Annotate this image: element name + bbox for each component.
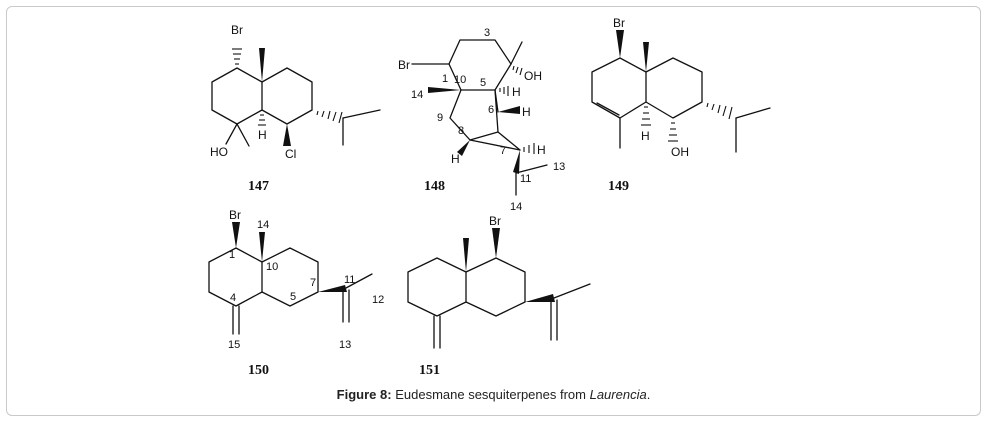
compound-151: Br 151 [407,214,591,378]
atom-number: 11 [520,173,531,185]
atom-label: Br [613,16,625,30]
atom-label: H [522,105,531,119]
figure-caption: Figure 8: Eudesmane sesquiterpenes from … [0,387,987,402]
atom-number: 10 [454,74,466,86]
atom-label: Br [489,214,501,228]
atom-number: 13 [553,161,565,173]
atom-number: 1 [442,73,448,85]
caption-genus: Laurencia [589,387,647,402]
compound-147: Br HO H Cl 147 [210,23,381,194]
atom-number: 4 [230,292,236,304]
atom-label: OH [671,145,689,159]
atom-label: HO [210,145,228,159]
atom-label: OH [524,69,542,83]
atom-number: 3 [484,27,490,39]
atom-label: H [641,129,650,143]
atom-number: 15 [228,339,240,351]
atom-label: Br [229,208,241,222]
atom-number: 10 [266,261,278,273]
compound-id: 148 [424,179,445,194]
compound-148: Br OH H H H H 1 3 5 6 7 8 9 10 11 13 14 … [398,27,565,213]
atom-number: 11 [344,274,355,286]
atom-label: H [258,128,267,142]
atom-number: 12 [372,294,384,306]
compound-150: Br 1 14 10 4 5 7 11 12 13 15 151 150 [208,208,384,378]
atom-number: 1 [229,249,235,261]
compound-id: 147 [248,179,269,194]
atom-number: 8 [458,125,464,137]
atom-number: 5 [480,77,486,89]
atom-label: H [451,152,460,166]
hashed-bond [232,48,242,65]
caption-label: Figure 8: [336,387,392,402]
compound-id: 150 [248,363,269,378]
atom-number: 13 [339,339,351,351]
atom-label: H [512,85,521,99]
atom-number: 6 [488,104,494,116]
atom-number: 14 [411,89,423,101]
atom-number: 7 [500,145,506,157]
compound-id: 149 [608,179,629,194]
atom-number: 14 [257,219,269,231]
atom-number: 14 [510,201,522,213]
atom-label: H [537,143,546,157]
compound-149: Br H OH 149 [591,16,771,194]
atom-label: Br [231,23,243,37]
atom-number: 9 [437,112,443,124]
atom-number: 7 [310,277,316,289]
atom-label: Br [398,58,410,72]
figure-frame [6,6,981,416]
compound-id: 151 [419,363,440,378]
atom-number: 5 [290,291,296,303]
caption-end: . [646,387,651,402]
caption-text: Eudesmane sesquiterpenes from [395,387,590,402]
atom-label: Cl [285,147,296,161]
